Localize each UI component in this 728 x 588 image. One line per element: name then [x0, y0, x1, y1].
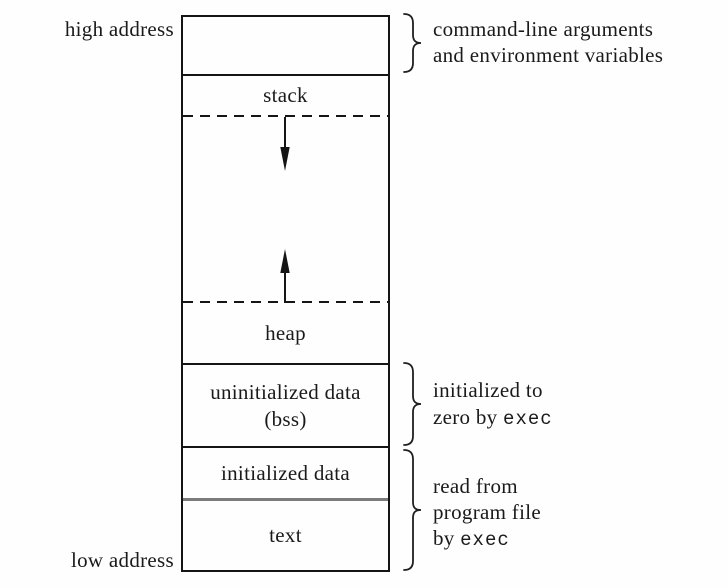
annotation-bss-line1: initialized to [433, 378, 543, 402]
annotation-bss-init: initialized to zero by exec [433, 377, 553, 433]
stack-growth-arrow-down-icon [278, 117, 292, 176]
memory-box [181, 15, 390, 572]
divider-args-stack [181, 74, 390, 76]
annotation-program-file-line3-text: by [433, 526, 461, 550]
annotation-program-file-line3: by exec [433, 525, 541, 553]
divider-bss-data [181, 446, 390, 448]
annotation-program-file: read from program file by exec [433, 473, 541, 553]
right-curly-brace-icon [402, 449, 424, 576]
segment-label-bss: uninitialized data (bss) [181, 365, 390, 446]
right-curly-brace-icon [402, 13, 424, 78]
annotation-args-env-line1: command-line arguments [433, 17, 654, 41]
divider-stack-dashed [183, 115, 388, 117]
right-curly-brace-icon [402, 362, 424, 451]
low-address-label: low address [70, 548, 174, 572]
annotation-program-file-line1: read from [433, 474, 518, 498]
segment-label-heap: heap [265, 320, 306, 345]
segment-label-text: text [269, 523, 302, 547]
annotation-program-file-exec-code: exec [460, 529, 510, 551]
segment-label-initialized-data: initialized data [221, 460, 350, 485]
divider-heap-bss [181, 363, 390, 365]
high-address-label: high address [64, 17, 174, 41]
heap-growth-arrow-up-icon [278, 249, 292, 308]
segment-label-bss-line1: uninitialized data [210, 379, 361, 404]
annotation-program-file-line2: program file [433, 500, 541, 524]
annotation-args-env: command-line arguments and environment v… [433, 16, 663, 68]
segment-label-bss-line2: (bss) [264, 406, 307, 431]
annotation-bss-line2: zero by exec [433, 404, 553, 433]
segment-label-stack: stack [263, 83, 308, 107]
annotation-bss-line2-text: zero by [433, 405, 504, 429]
annotation-bss-exec-code: exec [503, 408, 553, 430]
divider-data-text-gray [183, 498, 388, 501]
annotation-args-env-line2: and environment variables [433, 43, 664, 67]
